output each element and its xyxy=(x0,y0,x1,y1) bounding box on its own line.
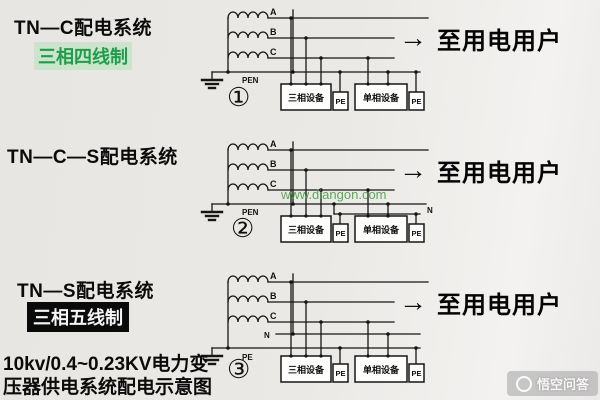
section1-arrow-icon: → xyxy=(399,22,427,53)
phase-a-label: A xyxy=(270,139,277,149)
note-line2: 压器供电系统配电示意图 xyxy=(3,377,213,398)
phase-c-label: C xyxy=(270,47,277,57)
diangon-watermark: www.diangon.com xyxy=(281,187,387,202)
equipment-drops xyxy=(226,280,418,365)
three-phase-equipment-label: 三相设备 xyxy=(288,224,325,235)
pe-terminal-label: PE xyxy=(335,229,345,238)
single-phase-equipment-label: 单相设备 xyxy=(363,224,400,235)
three-phase-equipment-label: 三相设备 xyxy=(288,92,325,103)
transformer-windings xyxy=(227,11,269,73)
tn-c-s-circuit-diagram: A B C PEN N 三相设备 PE 单相设备 PE xyxy=(200,139,433,243)
tn-c-circuit-diagram: A B C PEN 三相设备 PE 单相设备 PE xyxy=(200,7,429,111)
phase-b-label: B xyxy=(270,159,277,169)
corner-watermark-text: 悟空问答 xyxy=(536,377,589,392)
section2-arrow-icon: → xyxy=(399,154,427,185)
n-wire-label: N xyxy=(264,331,270,340)
ground-symbol xyxy=(200,347,224,366)
section3-title: TN—S配电系统 xyxy=(17,281,155,302)
transformer-windings xyxy=(227,275,269,349)
section3-subtitle: 三相五线制 xyxy=(27,302,129,332)
n-wire-label: N xyxy=(427,206,433,215)
single-phase-equipment-label: 单相设备 xyxy=(363,364,400,375)
pen-wire-label: PEN xyxy=(242,208,259,217)
pe-terminal-label: PE xyxy=(335,97,345,106)
section3-arrow-icon: → xyxy=(399,286,427,317)
phase-wires xyxy=(211,9,429,73)
section2-number: ② xyxy=(231,213,255,243)
note-line1: 10kv/0.4~0.23KV电力变 xyxy=(3,354,209,375)
phase-a-label: A xyxy=(270,271,277,281)
phase-c-label: C xyxy=(270,179,277,189)
single-phase-equipment-label: 单相设备 xyxy=(363,92,400,103)
tn-s-circuit-diagram: A B C N PE 三相设备 PE 单相设备 PE xyxy=(200,271,429,383)
section2-destination-text: 至用电用户 xyxy=(437,160,562,187)
phase-b-label: B xyxy=(270,291,277,301)
pe-wire-label: PE xyxy=(242,353,253,362)
equipment-drops xyxy=(226,16,418,93)
section1-destination-text: 至用电用户 xyxy=(437,28,562,55)
phase-wires xyxy=(211,141,429,215)
pen-wire-label: PEN xyxy=(242,76,259,85)
section2-title: TN—C—S配电系统 xyxy=(7,147,178,168)
ground-symbol xyxy=(200,71,224,90)
section3-number: ③ xyxy=(227,354,251,384)
equipment-drops xyxy=(226,148,418,225)
transformer-windings xyxy=(227,143,269,205)
equipment-boxes xyxy=(280,354,425,383)
equipment-boxes xyxy=(280,82,425,111)
equipment-boxes xyxy=(280,214,425,243)
corner-watermark-icon xyxy=(515,375,532,392)
phase-a-label: A xyxy=(270,7,277,17)
ground-symbol xyxy=(200,203,224,222)
section1-subtitle: 三相四线制 xyxy=(34,42,132,70)
section3-destination-text: 至用电用户 xyxy=(437,292,562,319)
pe-terminal-label: PE xyxy=(335,369,345,378)
phase-b-label: B xyxy=(270,27,277,37)
pe-terminal-label: PE xyxy=(411,97,421,106)
section1-number: ① xyxy=(227,82,251,112)
section1-title: TN—C配电系统 xyxy=(14,18,153,39)
phase-wires xyxy=(211,273,429,349)
pe-terminal-label: PE xyxy=(411,369,421,378)
pe-terminal-label: PE xyxy=(411,229,421,238)
phase-c-label: C xyxy=(270,311,277,321)
three-phase-equipment-label: 三相设备 xyxy=(288,364,325,375)
corner-watermark: 悟空问答 xyxy=(506,371,598,396)
